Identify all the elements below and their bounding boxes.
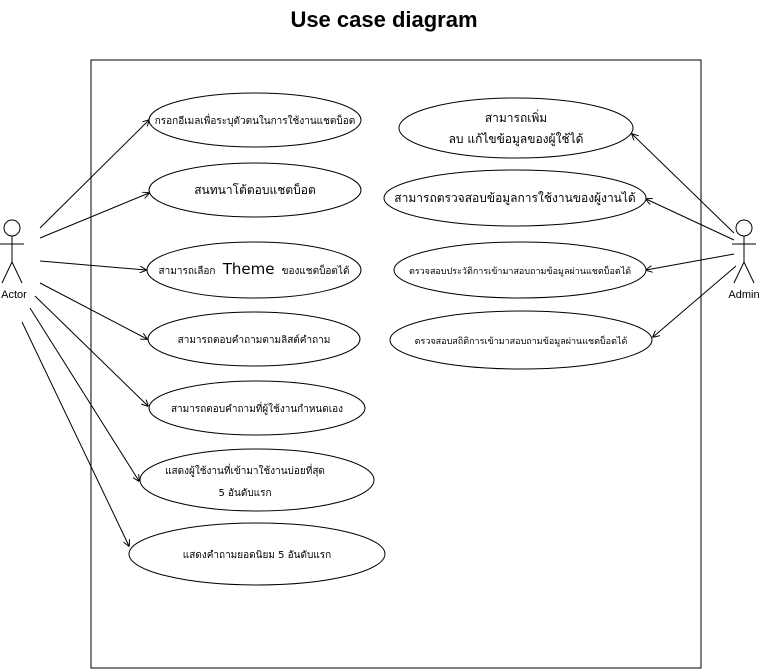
use-case-user-6: แสดงผู้ใช้งานที่เข้ามาใช้งานบ่อยที่สุด 5… <box>29 307 375 512</box>
association-arrow <box>646 253 735 270</box>
svg-text:แสดงผู้ใช้งานที่เข้ามาใช้งานบ่: แสดงผู้ใช้งานที่เข้ามาใช้งานบ่อยที่สุด <box>165 463 325 477</box>
association-arrow <box>29 307 139 481</box>
use-case-label: กรอกอีเมลเพื่อระบุตัวตนในการใช้งานแชตบ็อ… <box>155 113 356 127</box>
association-arrow <box>34 295 148 406</box>
svg-text:ตรวจสอบสถิติการเข้ามาสอบถามข้อ: ตรวจสอบสถิติการเข้ามาสอบถามข้อมูลผ่านแชต… <box>415 334 628 347</box>
use-case-user-3: สามารถเลือก Theme ของแชตบ็อตได้ <box>39 241 362 299</box>
svg-text:สามารถเลือก Theme: สามารถเลือก Theme ของแชตบ็อตได้ <box>159 260 350 278</box>
use-case-label: สามารถเลือก <box>159 265 216 277</box>
theme-word: Theme <box>222 260 275 278</box>
use-case-label: แสดงผู้ใช้งานที่เข้ามาใช้งานบ่อยที่สุด <box>165 463 325 477</box>
association-arrow <box>653 265 737 337</box>
use-case-admin-3: ตรวจสอบประวัติการเข้ามาสอบถามข้อมูลผ่านแ… <box>393 241 735 299</box>
association-arrow <box>21 321 129 546</box>
use-case-user-5: สามารถตอบคำถามที่ผู้ใช้งานกำหนดเอง <box>34 295 366 436</box>
use-case-label: สามารถเพิ่ม <box>485 109 547 125</box>
svg-text:ตรวจสอบประวัติการเข้ามาสอบถามข: ตรวจสอบประวัติการเข้ามาสอบถามข้อมูลผ่านแ… <box>409 264 631 277</box>
use-case-label: ของแชตบ็อตได้ <box>282 263 350 277</box>
use-case-user-4: สามารถตอบคำถามตามลิสต์คำถาม <box>39 282 361 367</box>
use-case-label: สามารถตอบคำถามที่ผู้ใช้งานกำหนดเอง <box>171 401 343 415</box>
svg-text:สามารถตรวจสอบข้อมูลการใช้งานขอ: สามารถตรวจสอบข้อมูลการใช้งานของผู้งานได้ <box>394 191 635 206</box>
use-case-label: 5 อันดับแรก <box>218 488 271 499</box>
use-case-admin-1: สามารถเพิ่ม ลบ แก้ไขข้อมูลของผู้ใช้ได้ <box>398 97 735 234</box>
use-case-label: สามารถตรวจสอบข้อมูลการใช้งานของผู้งานได้ <box>394 191 635 206</box>
use-case-user-7: แสดงคำถามยอดนิยม 5 อันดับแรก <box>21 321 386 586</box>
svg-text:แสดงคำถามยอดนิยม 5 อันดับแรก: แสดงคำถามยอดนิยม 5 อันดับแรก <box>183 550 331 561</box>
association-arrow <box>632 134 735 234</box>
use-case-label: ลบ แก้ไขข้อมูลของผู้ใช้ได้ <box>449 132 584 147</box>
actor-user-figure <box>0 219 24 284</box>
association-arrow <box>39 193 149 239</box>
association-arrow <box>646 199 735 241</box>
use-case-label: ตรวจสอบประวัติการเข้ามาสอบถามข้อมูลผ่านแ… <box>409 264 631 277</box>
use-case-admin-2: สามารถตรวจสอบข้อมูลการใช้งานของผู้งานได้ <box>383 169 735 241</box>
svg-text:กรอกอีเมลเพื่อระบุตัวตนในการใช: กรอกอีเมลเพื่อระบุตัวตนในการใช้งานแชตบ็อ… <box>155 113 356 127</box>
system-boundary <box>90 59 702 669</box>
actor-admin-figure <box>732 219 756 284</box>
association-arrow <box>39 260 146 270</box>
use-case-label: แสดงคำถามยอดนิยม 5 อันดับแรก <box>183 550 331 561</box>
svg-text:5 อันดับแรก: 5 อันดับแรก <box>218 488 271 499</box>
svg-text:สามารถตอบคำถามที่ผู้ใช้งานกำหน: สามารถตอบคำถามที่ผู้ใช้งานกำหนดเอง <box>171 401 343 415</box>
actor-admin-label: Admin <box>728 289 759 301</box>
svg-text:สามารถเพิ่ม: สามารถเพิ่ม <box>485 109 547 125</box>
diagram-title: Use case diagram <box>290 7 477 32</box>
association-arrow <box>39 282 147 339</box>
association-arrow <box>39 120 149 229</box>
use-case-label: สนทนาโต้ตอบแชตบ็อต <box>194 182 316 197</box>
svg-text:ลบ แก้ไขข้อมูลของผู้ใช้ได้: ลบ แก้ไขข้อมูลของผู้ใช้ได้ <box>449 132 584 147</box>
svg-text:สนทนาโต้ตอบแชตบ็อต: สนทนาโต้ตอบแชตบ็อต <box>194 182 316 197</box>
use-case-label: ตรวจสอบสถิติการเข้ามาสอบถามข้อมูลผ่านแชต… <box>415 334 628 347</box>
use-case-user-2: สนทนาโต้ตอบแชตบ็อต <box>39 162 362 239</box>
use-case-user-1: กรอกอีเมลเพื่อระบุตัวตนในการใช้งานแชตบ็อ… <box>39 92 362 229</box>
svg-text:สามารถตอบคำถามตามลิสต์คำถาม: สามารถตอบคำถามตามลิสต์คำถาม <box>178 334 331 346</box>
use-case-label: สามารถตอบคำถามตามลิสต์คำถาม <box>178 334 331 346</box>
use-case-admin-4: ตรวจสอบสถิติการเข้ามาสอบถามข้อมูลผ่านแชต… <box>389 265 737 370</box>
actor-user-label: Actor <box>1 289 27 301</box>
